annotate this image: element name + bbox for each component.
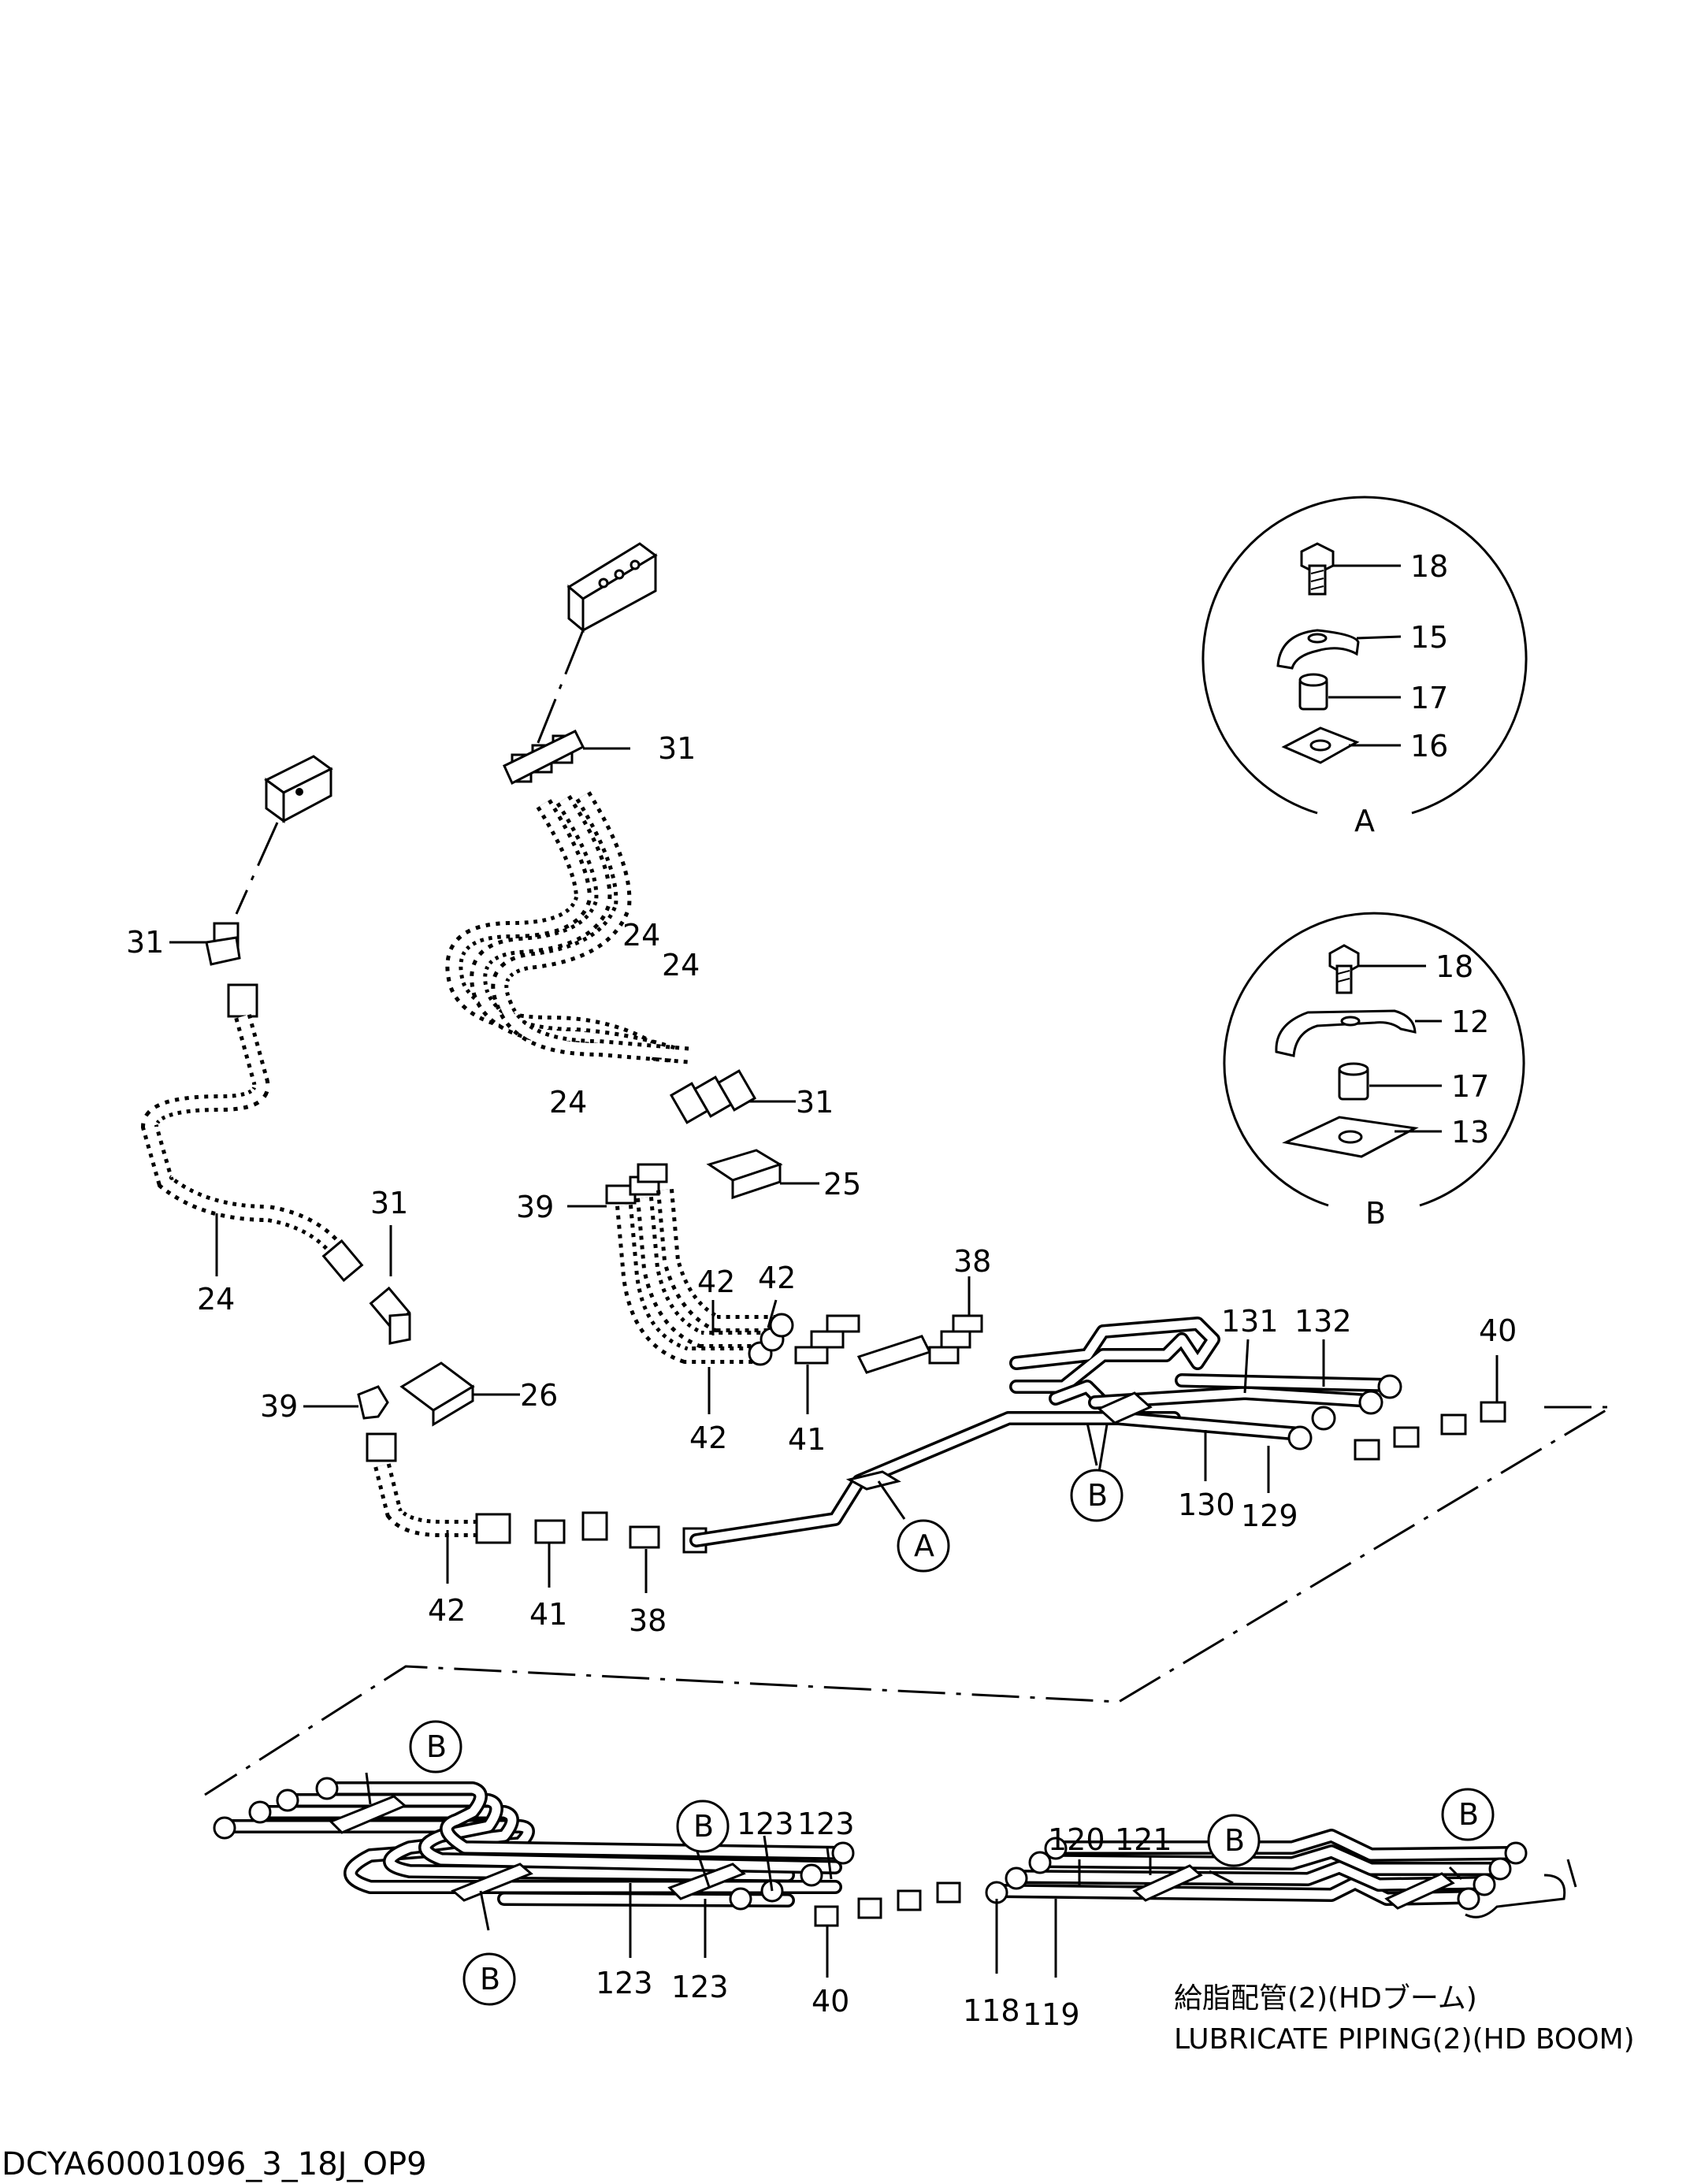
detail-b-part-13: 13	[1451, 1115, 1489, 1150]
callout-b-main-text: B	[1087, 1478, 1108, 1513]
label-121: 121	[1115, 1822, 1172, 1857]
callout-b-low3-text: B	[693, 1809, 714, 1844]
detail-a-letter: A	[1354, 804, 1375, 838]
callout-b-low5-text: B	[1458, 1797, 1479, 1832]
detail-a-part-17: 17	[1410, 681, 1448, 715]
left-hose-assembly	[140, 922, 708, 1593]
label-38-a: 38	[953, 1244, 991, 1279]
label-130: 130	[1178, 1488, 1235, 1522]
label-31-left: 31	[126, 925, 164, 960]
label-123-c: 123	[596, 1966, 653, 2000]
callout-b-main	[1070, 1469, 1123, 1522]
label-41-a: 41	[788, 1422, 826, 1457]
upper-mount-block	[534, 542, 658, 749]
callout-b-low3	[676, 1800, 730, 1853]
label-131: 131	[1221, 1304, 1279, 1339]
callout-a-main-text: A	[914, 1528, 934, 1563]
drawing-code: DCYA60001096_3_18J_OP9	[2, 2146, 427, 2182]
label-24-left: 24	[197, 1282, 235, 1317]
detail-b-part-17: 17	[1451, 1069, 1489, 1104]
label-123-d: 123	[671, 1970, 729, 2004]
label-39-a: 39	[516, 1190, 554, 1224]
label-123-a: 123	[737, 1807, 794, 1841]
caption-japanese: 給脂配管(2)(HDブーム)	[1174, 1982, 1477, 2015]
label-40-a: 40	[1479, 1313, 1517, 1348]
lower-pipe-assembly	[213, 1772, 1577, 1978]
label-38-b: 38	[629, 1603, 667, 1638]
upper-hose-bundle	[445, 729, 819, 1200]
detail-b-letter: B	[1365, 1196, 1386, 1231]
callout-b-low2-text: B	[480, 1962, 500, 1996]
label-118: 118	[963, 1993, 1020, 2028]
label-129: 129	[1241, 1499, 1298, 1533]
label-42-d: 42	[428, 1593, 466, 1628]
detail-a: A 18 15 17 16	[1201, 496, 1528, 838]
detail-b: B 18 12 17 13	[1223, 912, 1525, 1231]
detail-a-part-18: 18	[1410, 549, 1448, 584]
label-26: 26	[520, 1378, 558, 1413]
label-42-b: 42	[758, 1261, 796, 1295]
label-123-b: 123	[797, 1807, 855, 1841]
label-119: 119	[1023, 1997, 1080, 2032]
callout-b-low4	[1207, 1814, 1261, 1867]
callout-circles: A B B B B B B	[409, 1469, 1495, 2006]
label-24-a: 24	[622, 918, 660, 953]
callout-b-low2	[462, 1952, 516, 2006]
label-25: 25	[823, 1167, 861, 1202]
left-mount-block	[235, 755, 333, 915]
label-31-top: 31	[658, 731, 696, 766]
label-24-b: 24	[662, 948, 700, 982]
callout-a-main	[897, 1519, 950, 1573]
label-42-a: 42	[697, 1265, 735, 1299]
label-24-c: 24	[549, 1085, 587, 1120]
callout-b-low1-text: B	[426, 1729, 447, 1764]
label-42-c: 42	[689, 1421, 727, 1455]
middle-hose-bundle	[567, 1163, 983, 1414]
label-40-b: 40	[812, 1984, 849, 2019]
label-39-b: 39	[260, 1389, 298, 1424]
label-41-b: 41	[529, 1597, 567, 1632]
main-pipe-run	[689, 1317, 1506, 1547]
detail-a-part-16: 16	[1410, 729, 1448, 763]
reference-plane	[204, 1406, 1616, 1796]
detail-b-part-12: 12	[1451, 1005, 1489, 1039]
diagram-caption: 給脂配管(2)(HDブーム) LUBRICATE PIPING(2)(HD BO…	[1174, 1982, 1635, 2056]
callout-b-low5	[1441, 1788, 1495, 1841]
caption-english: LUBRICATE PIPING(2)(HD BOOM)	[1174, 2023, 1635, 2056]
label-31-mid: 31	[796, 1085, 834, 1120]
label-132: 132	[1294, 1304, 1352, 1339]
part-number-labels: 31 31 31 31 24 24 24 24 25 26 39 39 42 4…	[126, 731, 1517, 2032]
label-31-low: 31	[370, 1186, 408, 1220]
callout-b-low4-text: B	[1224, 1823, 1245, 1858]
label-120: 120	[1048, 1822, 1105, 1857]
callout-b-low1	[409, 1720, 462, 1774]
detail-b-part-18: 18	[1435, 949, 1473, 984]
detail-a-part-15: 15	[1410, 620, 1448, 655]
